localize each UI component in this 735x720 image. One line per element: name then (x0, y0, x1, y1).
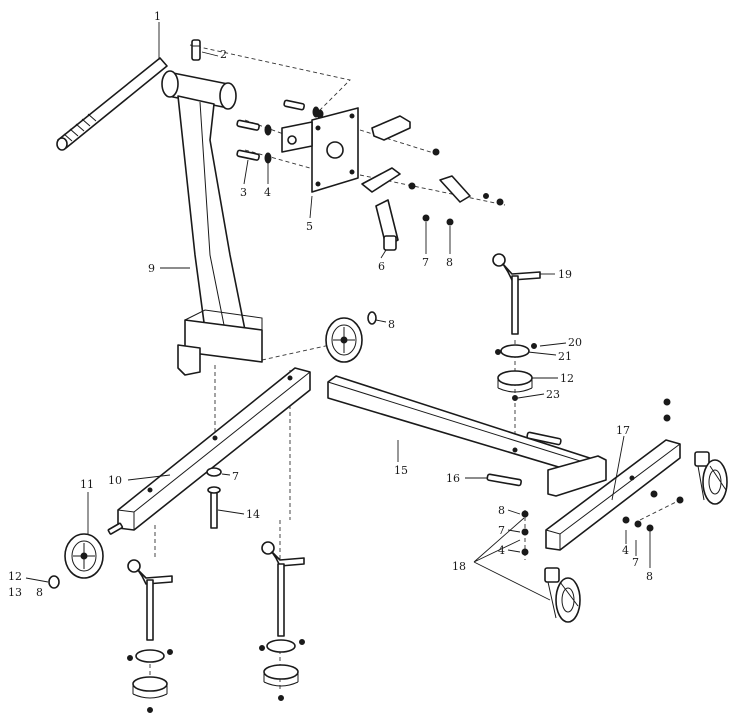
screw-jack-right (492, 253, 541, 401)
callout-19: 19 (558, 268, 572, 281)
wheel-upper (325, 311, 377, 363)
callout-23: 23 (546, 388, 560, 401)
callout-18: 18 (452, 560, 466, 573)
callout-20: 20 (568, 336, 582, 349)
callout-8: 8 (498, 504, 505, 517)
main-beam (327, 375, 607, 497)
callout-8: 8 (388, 318, 395, 331)
mounting-plate (281, 107, 359, 193)
callout-14: 14 (246, 508, 260, 521)
callout-11: 11 (80, 478, 94, 491)
leader-lines (25, 22, 651, 601)
handle-bar (56, 57, 168, 151)
assembly-guide-lines (149, 44, 681, 690)
callout-8: 8 (646, 570, 653, 583)
callout-3: 3 (240, 186, 247, 199)
callout-4: 4 (498, 544, 505, 557)
callout-12: 12 (560, 372, 574, 385)
callout-21: 21 (558, 350, 572, 363)
callout-16: 16 (446, 472, 460, 485)
callout-13: 13 (8, 586, 22, 599)
callout-8: 8 (36, 586, 43, 599)
callout-10: 10 (108, 474, 122, 487)
wheel-lower-left (48, 533, 104, 589)
arm-clamps (316, 109, 504, 251)
caster-right (694, 451, 728, 505)
screw-jack-left (127, 559, 173, 713)
callout-2: 2 (220, 48, 227, 61)
screw-jack-middle (259, 541, 305, 701)
pin (191, 39, 201, 61)
callout-15: 15 (394, 464, 408, 477)
callout-7: 7 (232, 470, 239, 483)
callout-4: 4 (622, 544, 629, 557)
callout-7: 7 (422, 256, 429, 269)
leg-bolts (107, 398, 684, 556)
callout-12: 12 (8, 570, 22, 583)
callout-1: 1 (154, 10, 161, 23)
callout-8: 8 (446, 256, 453, 269)
callout-5: 5 (306, 220, 313, 233)
callout-7: 7 (632, 556, 639, 569)
caster-bottom (544, 567, 581, 623)
upright-post (161, 70, 263, 376)
plate-bolts-left (236, 99, 320, 164)
callout-7: 7 (498, 524, 505, 537)
callout-6: 6 (378, 260, 385, 273)
callout-labels: 1 2 3 4 5 6 7 8 9 8 19 20 21 12 23 7 10 … (8, 10, 653, 599)
callout-9: 9 (148, 262, 155, 275)
callout-17: 17 (616, 424, 630, 437)
callout-4: 4 (264, 186, 271, 199)
